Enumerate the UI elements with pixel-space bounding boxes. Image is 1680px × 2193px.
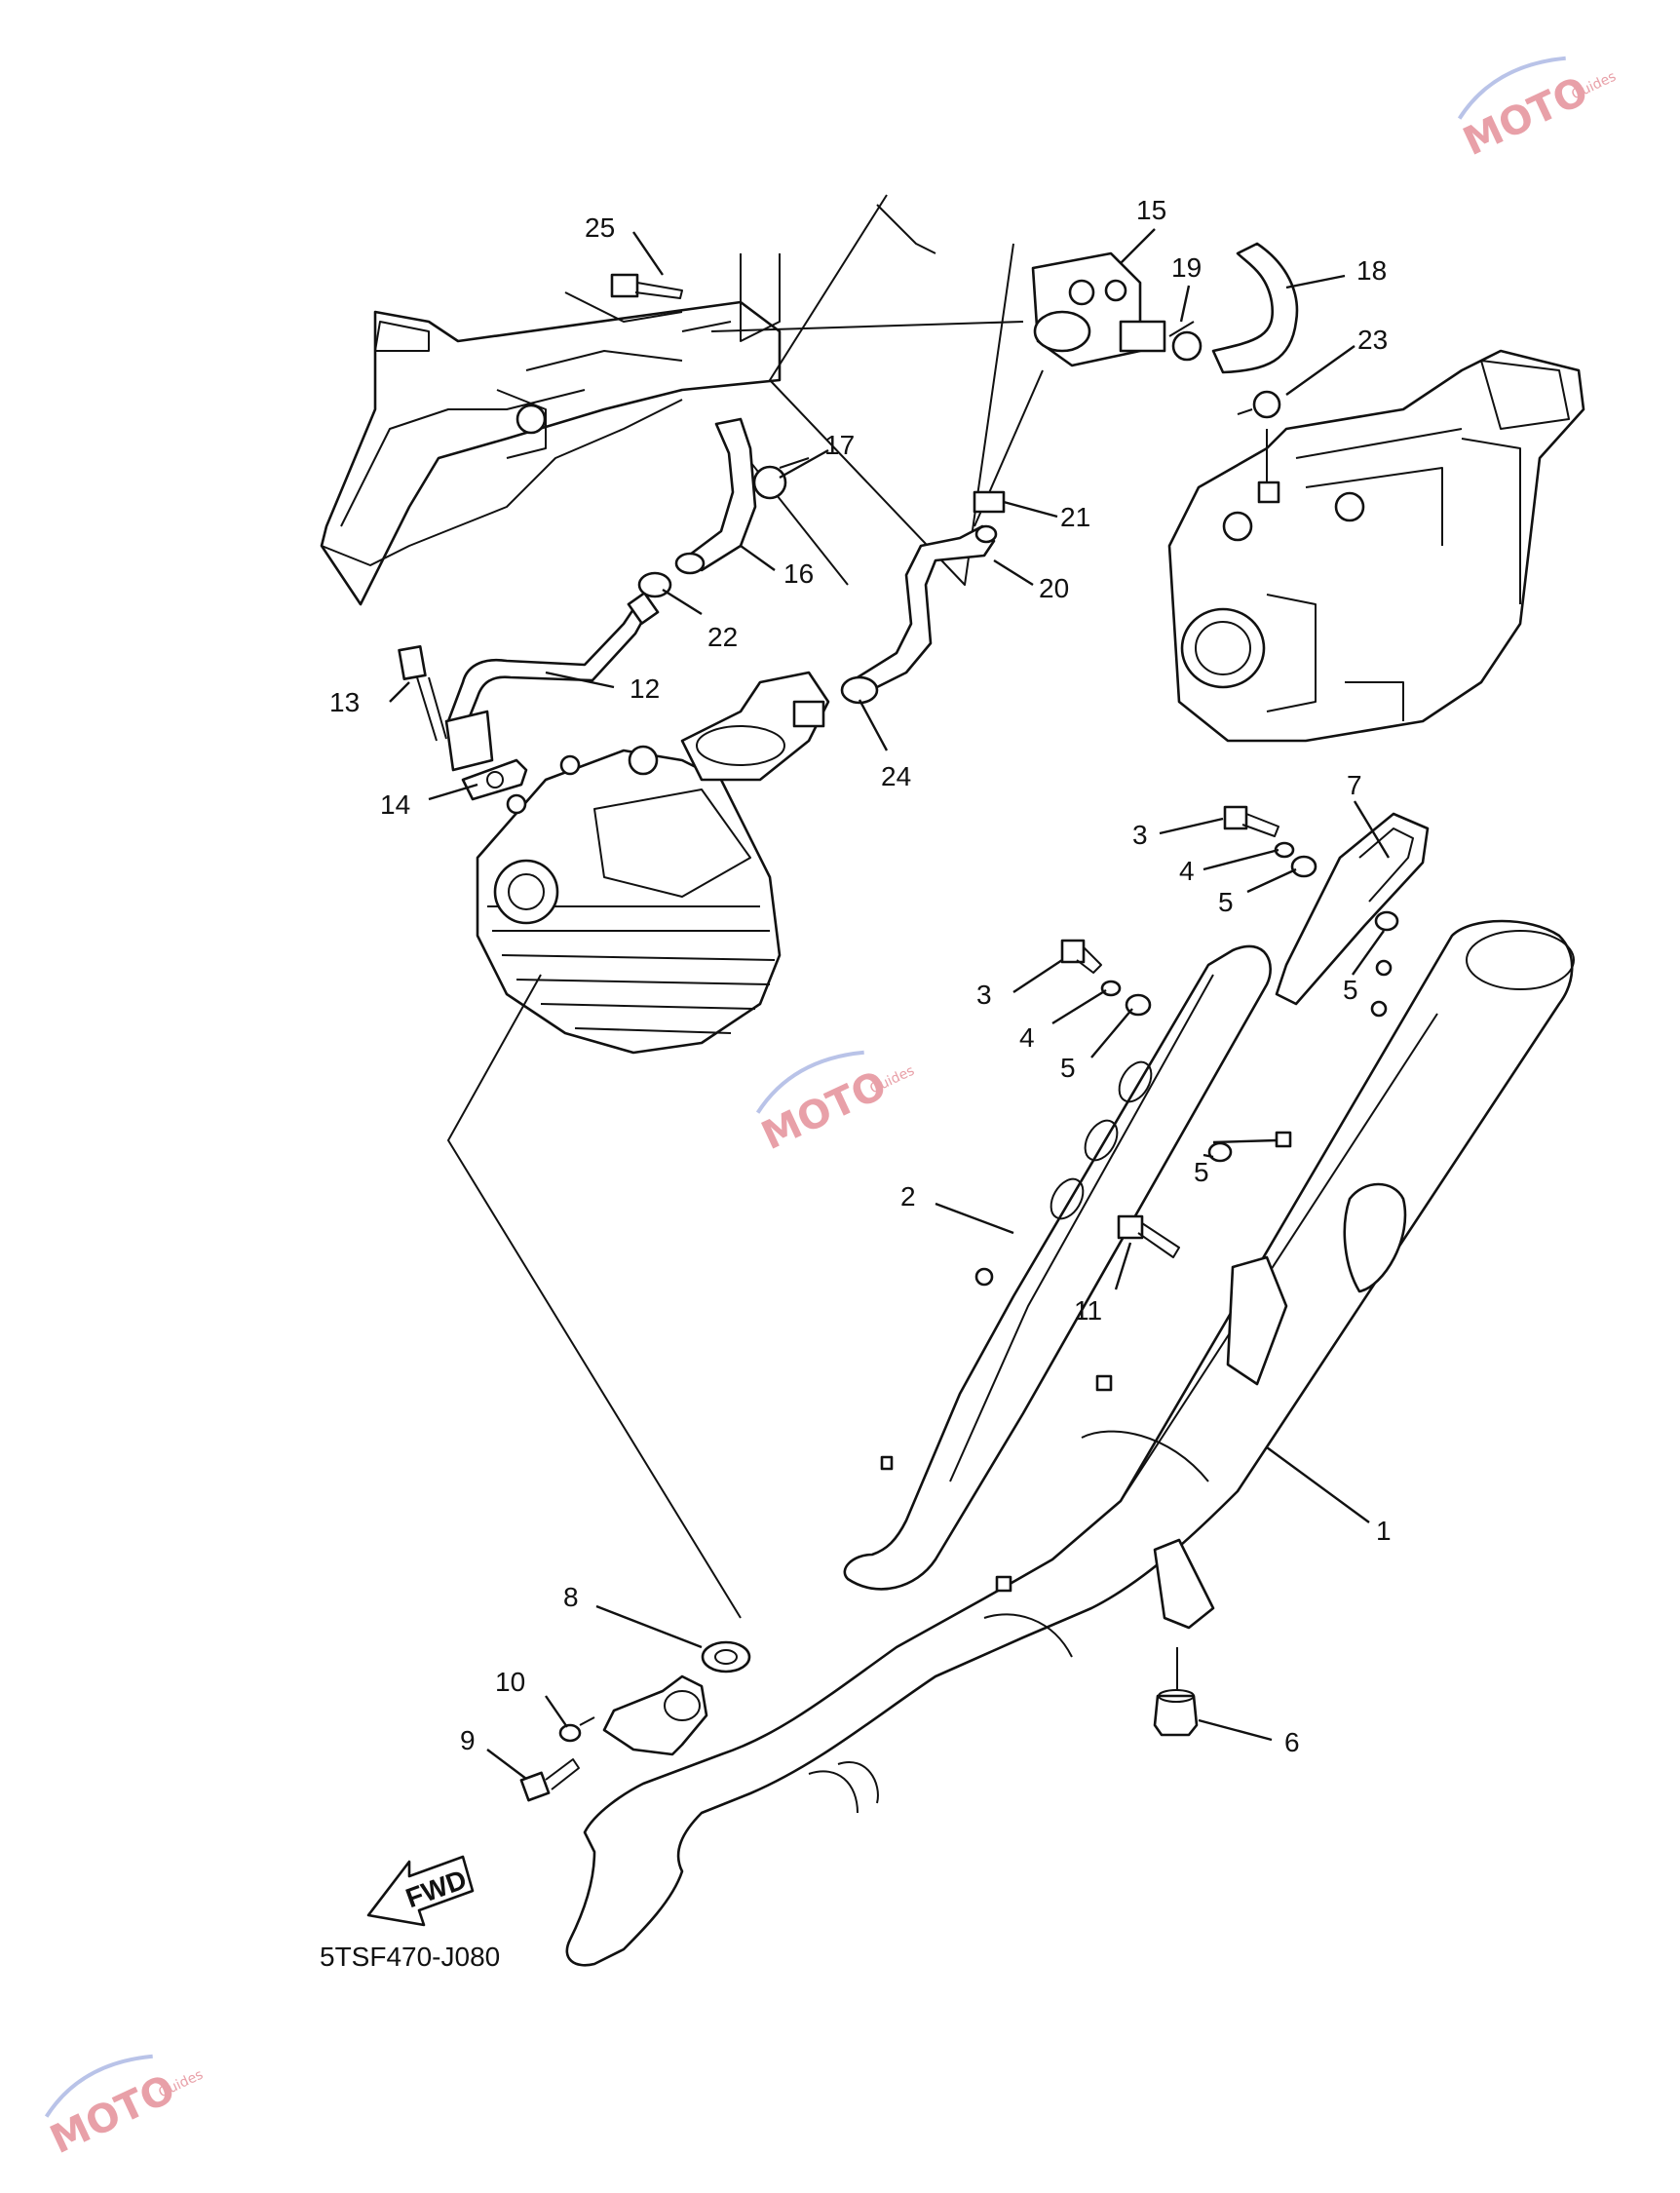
air-pipe-12 — [444, 592, 660, 772]
svg-text:MOTO: MOTO — [1457, 68, 1595, 165]
intake-joint — [680, 671, 830, 782]
bolt-9 — [519, 1758, 580, 1802]
callout-23: 23 — [1357, 325, 1388, 355]
callout-11: 11 — [1074, 1295, 1102, 1326]
callout-19: 19 — [1171, 252, 1202, 283]
bolt-11 — [1117, 1214, 1180, 1258]
washer-5-upper — [1290, 855, 1317, 878]
callout-5-mid: 5 — [1194, 1157, 1209, 1187]
muffler-1 — [565, 919, 1575, 1967]
callout-9: 9 — [460, 1725, 476, 1755]
bolt-25 — [610, 273, 683, 299]
washer-4-lower — [1100, 980, 1122, 997]
svg-text:MOTO: MOTO — [44, 2066, 182, 2163]
hose-20 — [856, 524, 998, 694]
callout-20: 20 — [1039, 573, 1069, 603]
frame-assembly — [320, 253, 782, 606]
callout-5-bracket: 5 — [1343, 975, 1358, 1005]
callout-6: 6 — [1284, 1727, 1300, 1757]
watermark-top-right: MOTO Guides — [1457, 56, 1619, 165]
callout-5-lower: 5 — [1060, 1053, 1076, 1083]
bolt-3-upper — [1223, 805, 1279, 837]
head-to-gasket-leader — [447, 974, 742, 1619]
watermark-middle: MOTO Guides — [755, 1050, 917, 1159]
callout-2: 2 — [900, 1181, 916, 1212]
callout-12: 12 — [630, 673, 660, 704]
bracket-7 — [1275, 812, 1430, 1006]
svg-text:MOTO: MOTO — [755, 1062, 894, 1159]
callout-14: 14 — [380, 789, 410, 820]
washer-5-mid — [1207, 1141, 1233, 1163]
bolt-13 — [398, 645, 447, 742]
callout-16: 16 — [783, 558, 814, 589]
gasket-8 — [701, 1640, 751, 1674]
clip-19 — [1168, 321, 1203, 362]
clip-23 — [1237, 390, 1281, 419]
hose-16 — [674, 417, 757, 575]
hose-18 — [1211, 242, 1299, 374]
clamp-21 — [973, 490, 1006, 514]
fwd-arrow-icon: FWD — [366, 1855, 475, 1927]
callout-15: 15 — [1136, 195, 1166, 225]
damper-6 — [1153, 1689, 1199, 1737]
frame-leader-lines — [710, 194, 1044, 586]
cylinder-head — [476, 745, 782, 1055]
clamp-17 — [752, 457, 810, 500]
callout-4-upper: 4 — [1179, 856, 1195, 886]
nut-10 — [558, 1716, 595, 1743]
exhaust-flange — [602, 1674, 708, 1756]
callout-22: 22 — [707, 622, 738, 652]
bolt-3-lower — [1060, 939, 1102, 974]
callout-7: 7 — [1347, 770, 1362, 800]
callout-24: 24 — [881, 761, 911, 791]
callout-3-lower: 3 — [976, 980, 992, 1010]
callout-25: 25 — [585, 212, 615, 243]
air-cut-valve-15 — [1031, 251, 1166, 367]
callout-21: 21 — [1060, 502, 1090, 532]
washer-5-bracket — [1374, 910, 1399, 932]
callout-leaders — [389, 228, 1391, 1780]
callout-4-lower: 4 — [1019, 1022, 1035, 1053]
callout-18: 18 — [1356, 255, 1387, 286]
callout-17: 17 — [824, 430, 855, 460]
air-filter-case — [1167, 349, 1585, 743]
callout-5-upper: 5 — [1218, 887, 1234, 917]
callout-10: 10 — [495, 1667, 525, 1697]
callout-1: 1 — [1376, 1516, 1392, 1546]
callout-8: 8 — [563, 1582, 579, 1612]
callout-3-upper: 3 — [1132, 820, 1148, 850]
diagram-code: 5TSF470-J080 — [320, 1942, 500, 1972]
clamp-24 — [840, 675, 879, 705]
gasket-14 — [461, 758, 528, 801]
callout-13: 13 — [329, 687, 360, 717]
watermark-bottom-left: MOTO Guides — [44, 2054, 206, 2163]
callout-labels: 1 2 3 3 4 4 5 5 5 5 6 7 8 9 10 11 12 13 … — [329, 195, 1392, 1757]
protector-2 — [843, 944, 1272, 1591]
